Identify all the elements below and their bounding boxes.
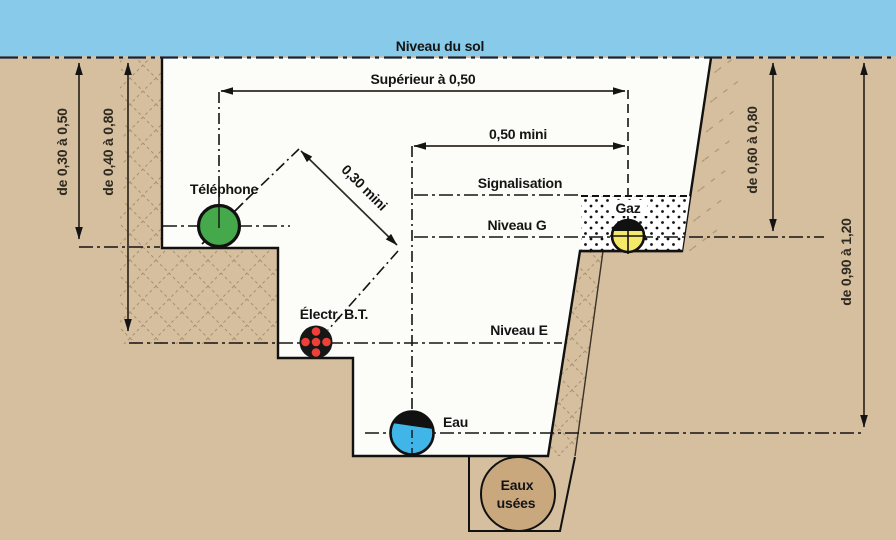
gas-pipe: [610, 218, 646, 254]
trench-cavity: [162, 58, 711, 456]
electricity-label: Électr. B.T.: [300, 306, 368, 322]
right-slope-hatch-band: [682, 58, 745, 251]
dim-left-inner-backing: [103, 98, 123, 206]
telephone-pipe: [196, 203, 242, 249]
diagonal-spacing-arrow: [300, 150, 398, 246]
right-lower-crosshatch-band: [548, 251, 603, 456]
signalisation-label: Signalisation: [478, 175, 563, 191]
right-band-outer-line: [574, 250, 604, 457]
electricity-diagonal-extension: [327, 250, 399, 331]
waste-water-pipe: [480, 456, 556, 532]
dim-left-outer-label: de 0,30 à 0,50: [54, 108, 70, 196]
waste-water-label-line2: usées: [497, 495, 536, 511]
top-spacing-label: Supérieur à 0,50: [371, 71, 476, 87]
gas-label-backing: [610, 200, 647, 216]
telephone-label: Téléphone: [190, 181, 259, 197]
niveau-g-label: Niveau G: [487, 217, 546, 233]
gas-spacing-label: 0,50 mini: [489, 126, 547, 142]
water-pipe: [389, 410, 435, 456]
dim-right-outer-label: de 0,90 à 1,20: [838, 218, 854, 306]
dim-left-inner-label: de 0,40 à 0,80: [100, 108, 116, 196]
left-crosshatch-band: [120, 58, 278, 344]
dim-right-inner-label: de 0,60 à 0,80: [744, 106, 760, 194]
electricity-pipe: [299, 325, 333, 359]
waste-water-label-line1: Eaux: [501, 477, 534, 493]
sky-band: [0, 0, 896, 57]
telephone-diagonal-extension: [245, 148, 300, 201]
gas-label: Gaz: [615, 200, 640, 216]
surface-label: Niveau du sol: [396, 38, 484, 54]
niveau-e-label: Niveau E: [490, 322, 548, 338]
water-label: Eau: [443, 414, 468, 430]
